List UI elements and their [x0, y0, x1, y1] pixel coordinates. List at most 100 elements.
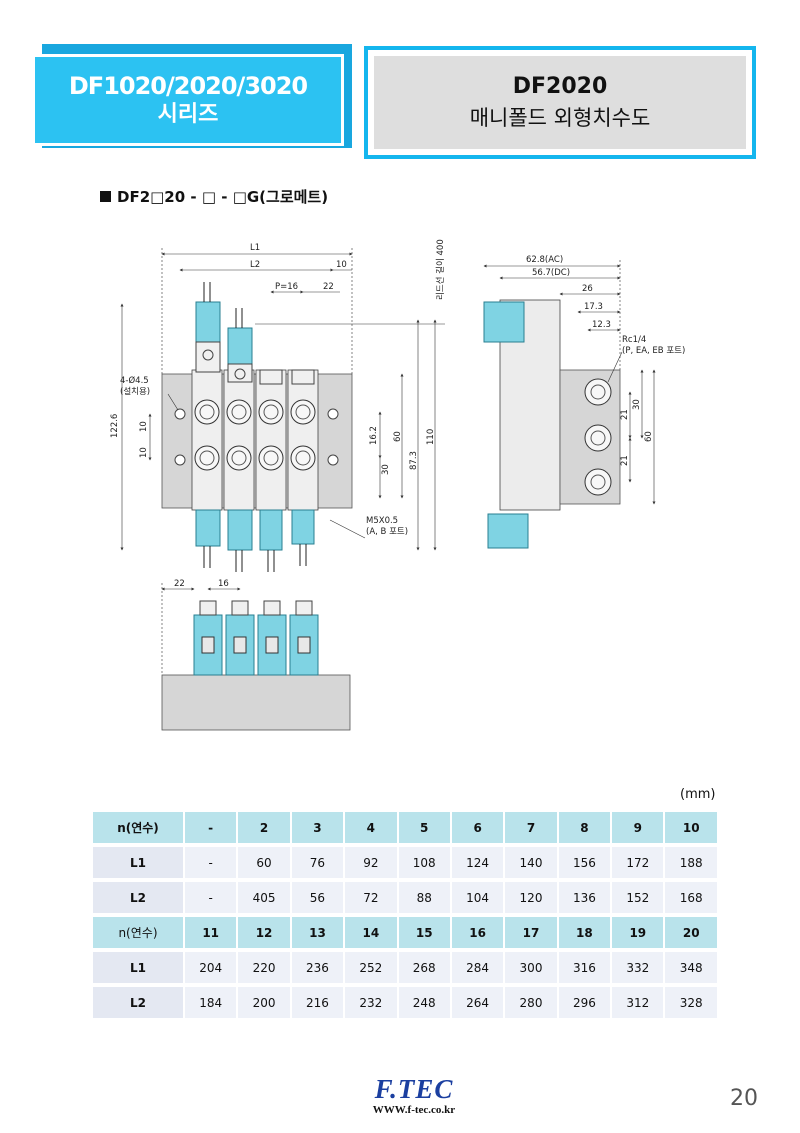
table-cell: - [184, 847, 237, 878]
dim-30: 30 [381, 464, 391, 475]
dim-60-side: 60 [644, 431, 654, 442]
table-cell: 15 [398, 917, 450, 948]
m5-label: M5X0.5 [366, 516, 398, 526]
dim-62-8: 62.8(AC) [526, 255, 563, 265]
dim-87-3: 87.3 [409, 451, 419, 470]
solenoid-coil [227, 509, 253, 551]
table-cell: 200 [238, 987, 290, 1018]
dim-16-2: 16.2 [369, 426, 379, 445]
table-cell: 16 [451, 917, 504, 948]
table-cell: 17 [505, 917, 557, 948]
table-cell: 252 [345, 952, 397, 983]
table-cell: 405 [238, 882, 290, 913]
table-cell: 184 [184, 987, 237, 1018]
side-coil-bottom [487, 513, 529, 549]
table-cell: L2 [93, 882, 183, 913]
table-cell: 236 [291, 952, 344, 983]
title-box: DF2020 매니폴드 외형치수도 [364, 46, 756, 159]
table-cell: 124 [451, 847, 504, 878]
port-a [226, 399, 252, 425]
ftec-logo: F.TEC WWW.f-tec.co.kr [364, 1075, 464, 1117]
rc-note: (P, EA, EB 포트) [622, 346, 685, 356]
section-title: DF2□20 - □ - □G(그로메트) [117, 188, 329, 206]
table-cell: 11 [184, 917, 237, 948]
port-a [194, 399, 220, 425]
table-cell: 168 [665, 882, 717, 913]
table-cell: 280 [505, 987, 557, 1018]
table-cell: 3 [291, 812, 344, 843]
table-cell: 20 [665, 917, 717, 948]
dim-10a: 10 [139, 421, 149, 432]
table-cell: n(연수) [93, 917, 183, 948]
valve-body [223, 369, 255, 511]
mount-hole [327, 454, 339, 466]
bottom-base [161, 674, 351, 731]
brand-name: F.TEC [374, 1074, 454, 1104]
series-banner-face: DF1020/2020/3020 시리즈 [32, 54, 344, 146]
table-cell: 264 [451, 987, 504, 1018]
table-cell: 104 [451, 882, 504, 913]
valve-body [255, 369, 287, 511]
dim-21b: 21 [620, 455, 630, 466]
solenoid-coil [195, 301, 221, 343]
table-cell: 56 [291, 882, 344, 913]
front-dimensions [120, 248, 445, 551]
table-cell: 18 [558, 917, 611, 948]
dim-21a: 21 [620, 409, 630, 420]
lower-solenoids [195, 509, 315, 572]
table-cell: 156 [558, 847, 611, 878]
table-cell: 328 [665, 987, 717, 1018]
port-ea [584, 424, 612, 452]
table-cell: 300 [505, 952, 557, 983]
table-cell: 12 [238, 917, 290, 948]
square-bullet-icon [100, 191, 111, 202]
table-cell: 248 [398, 987, 450, 1018]
dim-60: 60 [393, 431, 403, 442]
valve-stations [191, 369, 319, 511]
table-cell: 5 [398, 812, 450, 843]
table-cell: 216 [291, 987, 344, 1018]
port-a [290, 399, 316, 425]
table-cell: 268 [398, 952, 450, 983]
solenoid-head [227, 363, 253, 383]
series-name: DF1020/2020/3020 [68, 72, 308, 100]
table-cell: 172 [612, 847, 664, 878]
table-cell: 140 [505, 847, 557, 878]
solenoid-coil [259, 509, 283, 551]
solenoid-coil [195, 509, 221, 547]
table-cell: 332 [612, 952, 664, 983]
dim-56-7: 56.7(DC) [532, 268, 570, 278]
page-number: 20 [730, 1086, 758, 1111]
port-b [290, 445, 316, 471]
table-cell: 348 [665, 952, 717, 983]
port-p [584, 378, 612, 406]
table-cell: 120 [505, 882, 557, 913]
rc-label: Rc1/4 [622, 335, 646, 345]
dim-30-side: 30 [632, 399, 642, 410]
table-cell: L1 [93, 952, 183, 983]
mount-hole [174, 454, 186, 466]
dim-22-bottom: 22 [174, 579, 185, 589]
title-box-inner: DF2020 매니폴드 외형치수도 [374, 56, 746, 149]
table-cell: 204 [184, 952, 237, 983]
table-cell: 72 [345, 882, 397, 913]
website-url: WWW.f-tec.co.kr [372, 1104, 456, 1116]
dim-17-3: 17.3 [584, 302, 603, 312]
table-cell: L1 [93, 847, 183, 878]
mount-hole-note: (설치용) [120, 386, 150, 397]
section-heading: DF2□20 - □ - □G(그로메트) [100, 186, 328, 207]
dim-122-6: 122.6 [110, 414, 120, 438]
model-title: DF2020 [512, 73, 608, 99]
table-cell: 60 [238, 847, 290, 878]
solenoid-head [195, 341, 221, 373]
m5-note: (A, B 포트) [366, 527, 408, 537]
table-cell: 220 [238, 952, 290, 983]
mount-hole [327, 408, 339, 420]
